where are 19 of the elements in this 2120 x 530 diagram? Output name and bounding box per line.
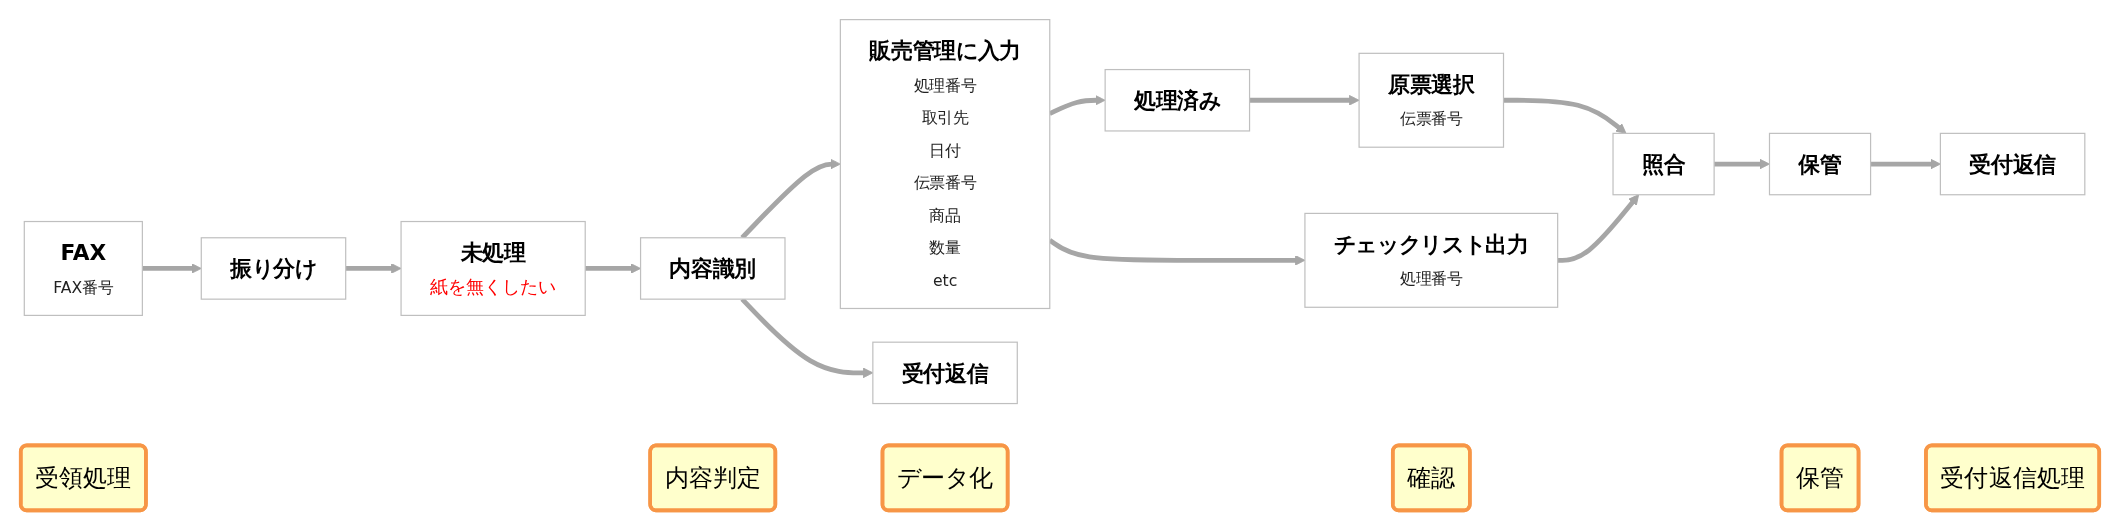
node-box: 受付返信: [872, 341, 1018, 405]
arrow: [1557, 194, 1640, 263]
node-box: 販売管理に入力 処理番号 取引先 日付 伝票番号 商品 数量 etc: [839, 19, 1051, 310]
node-box: 原票選択 伝票番号: [1358, 52, 1505, 148]
arrow: [142, 263, 202, 274]
node-box: 振り分け: [200, 237, 347, 300]
arrow: [345, 263, 402, 274]
node-box: 内容識別: [639, 237, 786, 300]
node-box: 処理済み: [1104, 69, 1251, 132]
arrow: [1870, 158, 1941, 170]
arrow: [1503, 97, 1627, 134]
arrow: [1714, 158, 1770, 170]
node-box: FAX FAX番号: [23, 220, 143, 316]
node-box: 受付返信: [1939, 132, 2086, 196]
node-box: 照合: [1612, 132, 1715, 196]
node-box: チェックリスト出力 処理番号: [1304, 212, 1559, 308]
node-box: 未処理 紙を無くしたい: [400, 220, 586, 316]
arrow: [1249, 94, 1360, 106]
node-box: 保管: [1768, 132, 1872, 196]
